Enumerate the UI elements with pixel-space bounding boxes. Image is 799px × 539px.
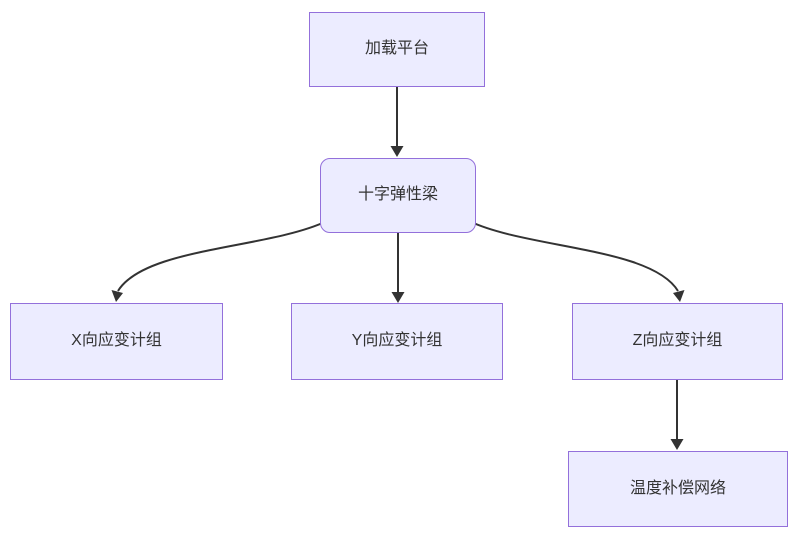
node-loading-platform: 加载平台 [309, 12, 485, 87]
node-z-strain-gauge-group: Z向应变计组 [572, 303, 783, 380]
edge-beam-to-z-arrowhead [673, 290, 685, 302]
node-x-strain-gauge-group: X向应变计组 [10, 303, 223, 380]
node-z-strain-gauge-group-label: Z向应变计组 [632, 332, 723, 350]
node-x-strain-gauge-group-label: X向应变计组 [71, 332, 162, 350]
edge-beam-to-x-arrowhead [111, 290, 123, 302]
node-cross-elastic-beam: 十字弹性梁 [320, 158, 476, 233]
edge-beam-to-x [117, 220, 328, 292]
edge-loading-to-beam-arrowhead [390, 146, 404, 157]
node-cross-elastic-beam-label: 十字弹性梁 [357, 186, 438, 204]
edge-beam-to-z [468, 220, 679, 292]
node-y-strain-gauge-group-label: Y向应变计组 [351, 332, 443, 350]
node-loading-platform-label: 加载平台 [364, 40, 429, 58]
edge-beam-to-y-arrowhead [391, 292, 405, 303]
node-y-strain-gauge-group: Y向应变计组 [291, 303, 503, 380]
edge-z-to-temperature-arrowhead [670, 439, 684, 450]
node-temperature-compensation-network-label: 温度补偿网络 [629, 479, 726, 497]
node-temperature-compensation-network: 温度补偿网络 [568, 451, 788, 527]
